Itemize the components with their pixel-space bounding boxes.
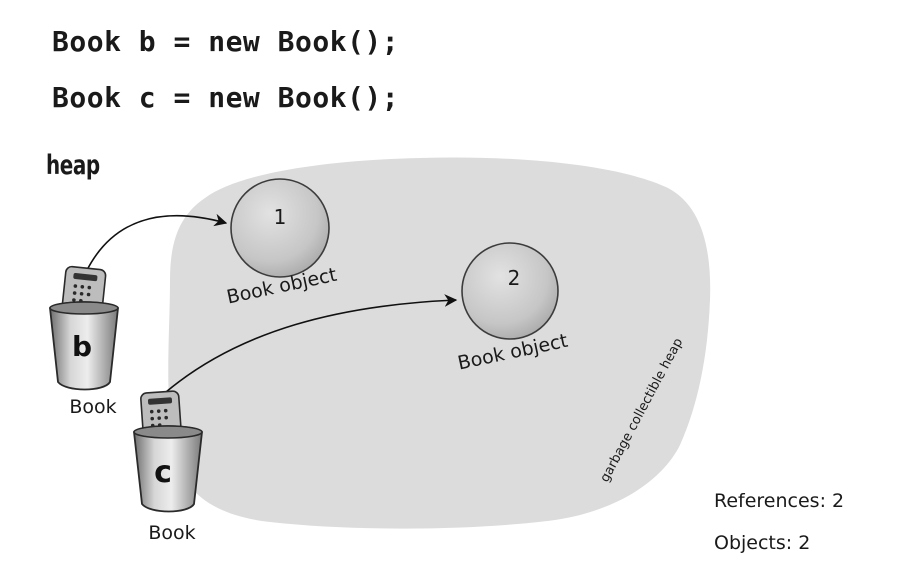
reference-type-c: Book bbox=[148, 522, 195, 544]
variable-name-b: b bbox=[72, 330, 92, 363]
object-sphere-1 bbox=[230, 178, 330, 278]
reference-arrow-b bbox=[85, 213, 228, 273]
code-line-2: Book c = new Book(); bbox=[52, 81, 400, 114]
code-line-1: Book b = new Book(); bbox=[52, 25, 400, 58]
object-sphere-2 bbox=[461, 242, 559, 340]
heap-title: heap bbox=[46, 150, 100, 181]
objects-count: Objects: 2 bbox=[714, 532, 811, 554]
object-number-2: 2 bbox=[508, 266, 521, 290]
reference-type-b: Book bbox=[69, 396, 116, 418]
reference-b: b Book bbox=[49, 265, 119, 418]
object-number-1: 1 bbox=[274, 205, 287, 229]
variable-name-c: c bbox=[154, 455, 172, 490]
references-count: References: 2 bbox=[714, 490, 845, 512]
reference-arrow-c bbox=[165, 294, 458, 393]
reference-c: c Book bbox=[133, 390, 203, 544]
